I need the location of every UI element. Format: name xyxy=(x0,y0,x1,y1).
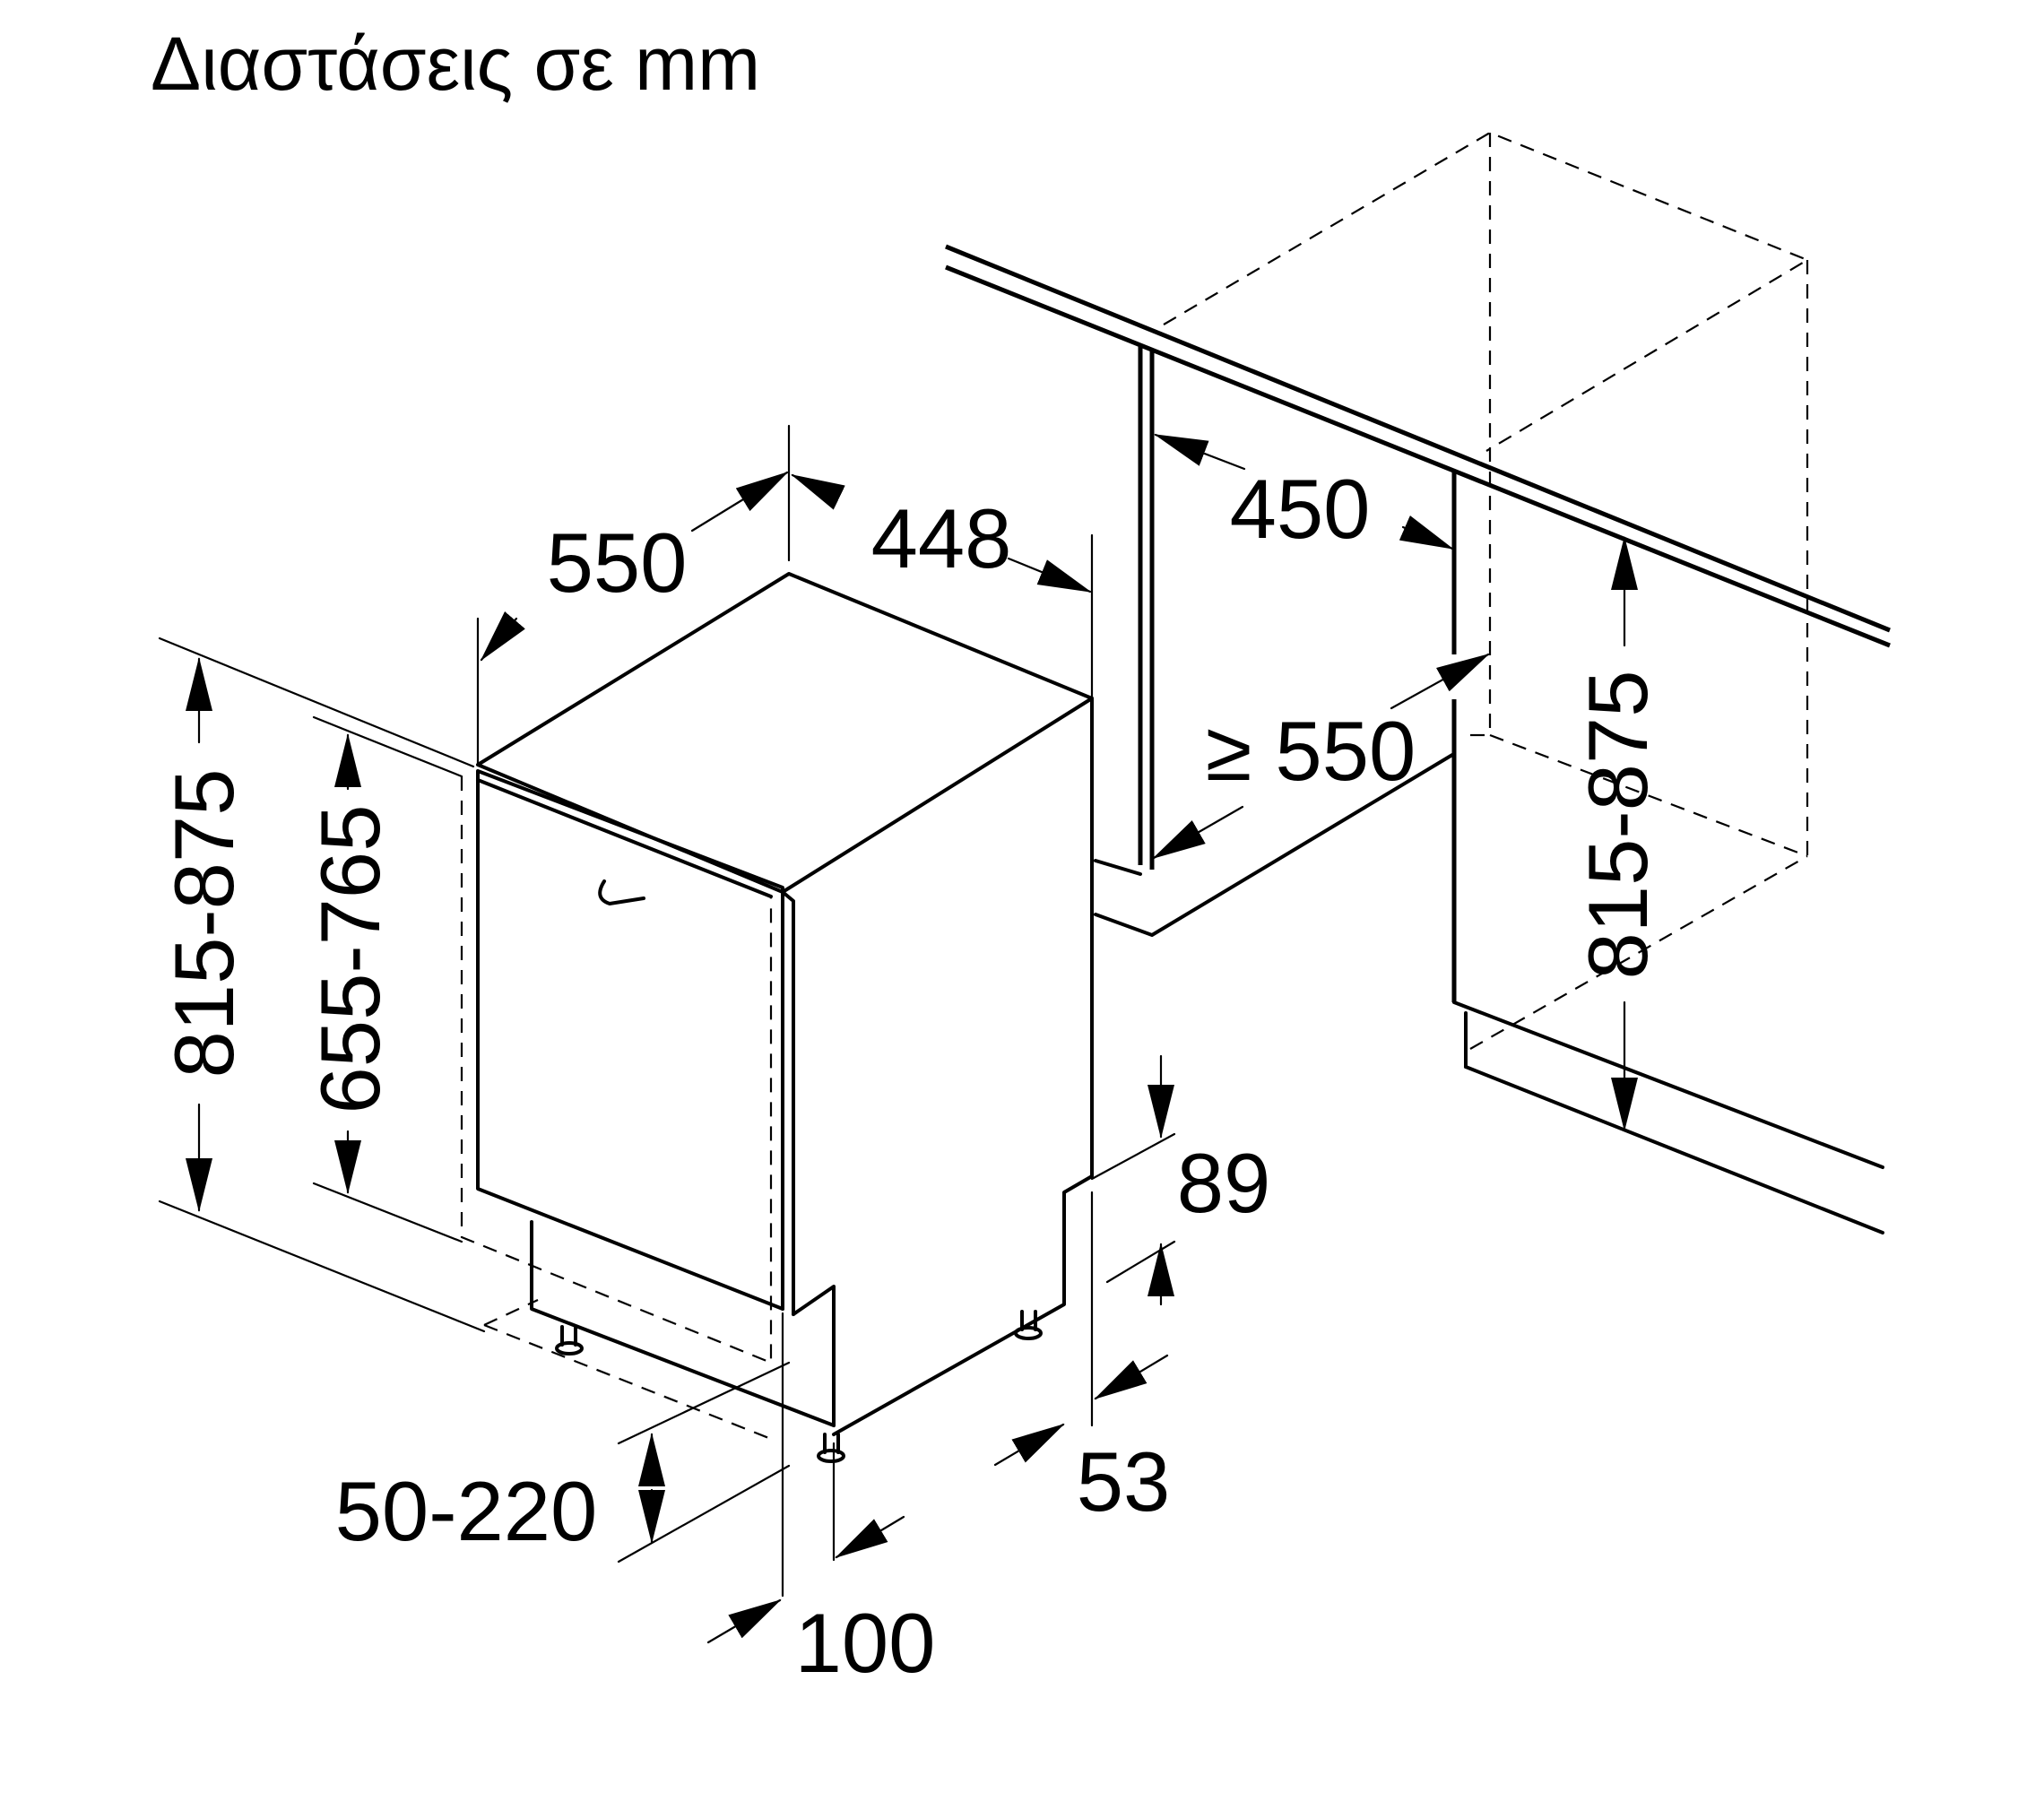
label-total-height: 815-875 xyxy=(157,769,251,1078)
dishwasher-door xyxy=(476,769,784,1311)
countertop xyxy=(945,244,1891,633)
dishwasher-side xyxy=(832,697,1094,1436)
door-handle-icon xyxy=(598,879,645,905)
label-plinth-height: 50-220 xyxy=(335,1464,598,1558)
label-niche-width: 450 xyxy=(1230,462,1371,556)
label-width: 448 xyxy=(871,491,1012,585)
dishwasher xyxy=(460,572,1094,1463)
label-niche-height: 815-875 xyxy=(1571,671,1665,980)
diagram-title: Διαστάσεις σε mm xyxy=(151,22,760,106)
label-plinth-depth: 100 xyxy=(795,1596,936,1690)
label-door-height: 655-765 xyxy=(303,805,397,1114)
label-depth: 550 xyxy=(547,515,688,610)
foot-front xyxy=(823,1433,840,1454)
dishwasher-top xyxy=(476,572,1094,894)
foot-right xyxy=(1020,1310,1037,1331)
label-toe-recess-height: 89 xyxy=(1177,1136,1271,1230)
label-niche-depth: ≥ 550 xyxy=(1206,704,1416,798)
label-toe-recess-depth: 53 xyxy=(1077,1434,1171,1529)
kitchen-niche xyxy=(945,131,1891,1234)
foot-left xyxy=(560,1325,577,1347)
dimension-lines xyxy=(158,424,1638,1644)
